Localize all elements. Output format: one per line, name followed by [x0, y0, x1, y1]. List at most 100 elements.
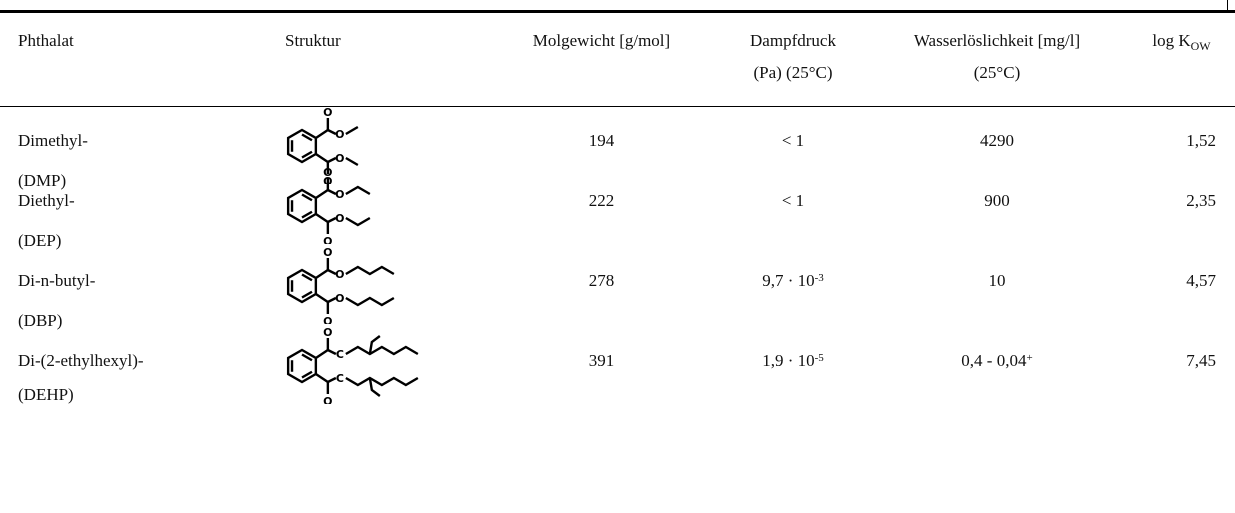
ester-atom-bottom: O	[335, 292, 344, 305]
table-top-rule	[0, 10, 1235, 13]
header-log-kow: log KOW	[1126, 30, 1235, 53]
ester-atom-top: O	[335, 188, 344, 201]
alkyl-chain-bottom	[345, 296, 395, 307]
ethyl-branch-bottom	[368, 377, 381, 397]
vapor-pressure-exponent: -3	[814, 272, 824, 284]
alkyl-chain-top	[345, 345, 419, 356]
double-bond	[301, 370, 313, 379]
log-kow-value: 2,35	[1186, 191, 1216, 210]
bond	[315, 269, 329, 279]
bond	[327, 188, 337, 196]
phthalate-abbreviation: (DEHP)	[18, 385, 74, 404]
vapor-pressure: < 1	[718, 190, 868, 212]
ester-atom-bottom: O	[335, 212, 344, 225]
bond	[327, 128, 337, 136]
double-bond	[301, 353, 313, 362]
alkyl-chain-bottom	[345, 156, 359, 167]
carbonyl-oxygen-top: O	[323, 248, 332, 259]
bond	[327, 156, 337, 164]
carbonyl-oxygen-top: O	[323, 108, 332, 119]
carbonyl-oxygen-top: O	[323, 328, 332, 339]
water-solubility: 0,4 - 0,04+	[868, 350, 1126, 372]
header-dampfdruck: Dampfdruck	[750, 31, 836, 50]
alkyl-chain-top	[345, 125, 359, 136]
alkyl-chain-top	[345, 185, 371, 196]
phthalate-abbreviation: (DMP)	[18, 171, 67, 190]
water-solubility: 10	[868, 270, 1126, 292]
vapor-pressure-value: < 1	[781, 131, 805, 150]
water-solubility-value: 0,4 - 0,04	[961, 351, 1027, 370]
header-log-kow-subscript: OW	[1190, 39, 1211, 53]
carbonyl-oxygen-top: O	[323, 168, 332, 179]
vapor-pressure-exponent: -5	[814, 352, 824, 364]
alkyl-chain-top	[345, 265, 395, 276]
header-log-kow-prefix: log K	[1152, 31, 1191, 50]
water-solubility: 4290	[868, 130, 1126, 152]
molecular-weight: 194	[588, 131, 615, 150]
phthalate-name: Di-(2-ethylhexyl)-	[18, 351, 144, 370]
water-solubility-value: 900	[984, 191, 1010, 210]
vapor-pressure-value: 1,9 · 10	[762, 351, 815, 370]
double-bond	[301, 150, 313, 159]
alkyl-chain-bottom	[345, 216, 371, 227]
water-solubility-footnote: +	[1026, 352, 1033, 364]
bond	[315, 373, 329, 383]
phthalate-name: Dimethyl-	[18, 131, 88, 150]
bond	[327, 296, 337, 304]
ester-atom-bottom: O	[335, 152, 344, 165]
phthalate-abbreviation: (DEP)	[18, 231, 62, 250]
bond	[327, 216, 337, 224]
ester-atom-bottom: C	[336, 372, 344, 385]
molecular-weight: 222	[588, 191, 615, 210]
log-kow-value: 1,52	[1186, 131, 1216, 150]
double-bond	[301, 290, 313, 299]
double-bond	[301, 133, 313, 142]
carbonyl-oxygen-bottom: O	[323, 235, 332, 244]
bond	[327, 268, 337, 276]
header-struktur: Struktur	[285, 31, 341, 50]
header-molgewicht: Molgewicht [g/mol]	[532, 31, 671, 50]
log-kow-value: 4,57	[1186, 271, 1216, 290]
bond	[315, 189, 329, 199]
vapor-pressure: < 1	[718, 130, 868, 152]
water-solubility: 900	[868, 190, 1126, 212]
vapor-pressure-value: 9,7 · 10	[762, 271, 815, 290]
header-dampfdruck-unit: (Pa) (25°C)	[753, 63, 833, 82]
ethyl-branch-top	[368, 335, 381, 355]
vapor-pressure: 9,7 · 10-3	[718, 270, 868, 292]
corner-tick	[1227, 0, 1228, 10]
bond	[315, 213, 329, 223]
carbonyl-oxygen-bottom: O	[323, 395, 332, 404]
vapor-pressure-value: < 1	[781, 191, 805, 210]
phthalate-name: Di-n-butyl-	[18, 271, 96, 290]
bond	[327, 348, 337, 356]
molecular-weight: 278	[588, 271, 615, 290]
carbonyl-oxygen-bottom: O	[323, 315, 332, 324]
water-solubility-value: 4290	[980, 131, 1014, 150]
water-solubility-value: 10	[988, 271, 1006, 290]
bond	[315, 153, 329, 163]
phthalate-name: Diethyl-	[18, 191, 75, 210]
bond	[315, 129, 329, 139]
double-bond	[301, 273, 313, 282]
header-phthalat: Phthalat	[18, 31, 74, 50]
header-wasserloeslichkeit-unit: (25°C)	[973, 63, 1021, 82]
bond	[315, 293, 329, 303]
double-bond	[301, 210, 313, 219]
bond	[327, 376, 337, 384]
phthalate-abbreviation: (DBP)	[18, 311, 63, 330]
header-wasserloeslichkeit: Wasserlöslichkeit [mg/l]	[913, 31, 1081, 50]
bond	[315, 349, 329, 359]
double-bond	[301, 193, 313, 202]
alkyl-chain-bottom	[345, 376, 419, 387]
ester-atom-top: O	[335, 128, 344, 141]
header-bottom-rule	[0, 106, 1235, 107]
